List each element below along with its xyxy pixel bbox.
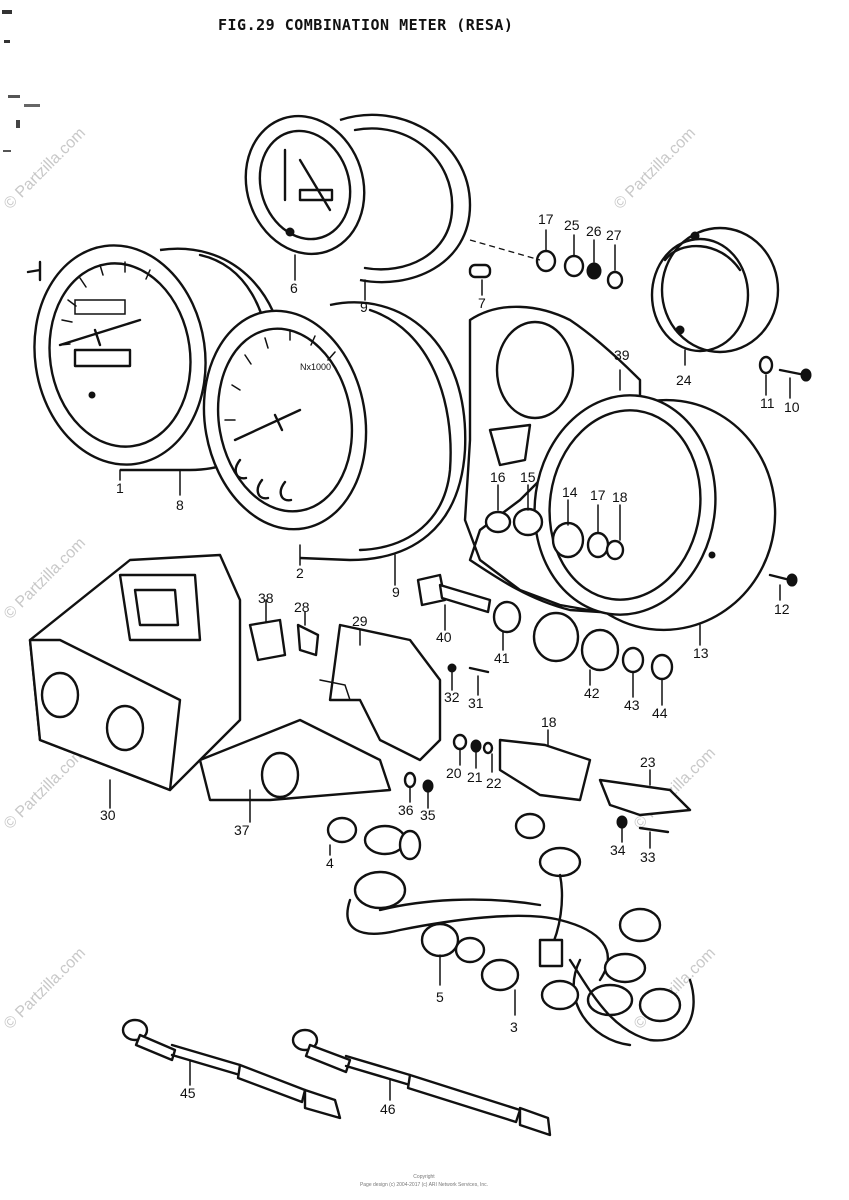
part-label-8: 8 [176,497,184,513]
part-label-2: 2 [296,565,304,581]
part-label-6: 6 [290,280,298,296]
leader-lines [109,229,791,1101]
part-label-11: 11 [760,395,775,411]
stay-bracket [452,733,692,834]
watermark: © Partzilla.com [1,125,89,213]
part-label-27: 27 [606,227,622,243]
watermark: © Partzilla.com [1,745,89,833]
figure-title: FIG.29 COMBINATION METER (RESA) [218,16,513,34]
watermark: © Partzilla.com [1,945,89,1033]
watermark: © Partzilla.com [631,945,719,1033]
part-label-36: 36 [398,802,414,818]
part-label-28: 28 [294,599,310,615]
part-label-3: 3 [510,1019,518,1035]
part-label-26: 26 [586,223,602,239]
part-label-9b: 9 [392,584,400,600]
part-label-21: 21 [467,769,483,785]
part-label-17b: 17 [590,487,606,503]
cover-cap [650,226,780,354]
part-label-22: 22 [486,775,502,791]
part-label-14: 14 [562,484,578,500]
part-label-5: 5 [436,989,444,1005]
part-label-41: 41 [494,650,510,666]
part-label-17: 17 [538,211,554,227]
part-label-20: 20 [446,765,462,781]
part-label-46: 46 [380,1101,396,1117]
part-label-38: 38 [258,590,274,606]
part-label-16: 16 [490,469,506,485]
part-label-13: 13 [693,645,709,661]
part-label-40: 40 [436,629,452,645]
small-parts-top [468,239,812,587]
watermark: © Partzilla.com [611,125,699,213]
part-label-30: 30 [100,807,116,823]
part-label-24: 24 [676,372,692,388]
small-screws [403,771,434,793]
mount-bolt-washers [416,573,674,681]
tach-housing [533,394,777,632]
part-label-34: 34 [610,842,626,858]
part-label-42: 42 [584,685,600,701]
svg-text:Nx1000: Nx1000 [300,362,331,372]
part-label-25: 25 [564,217,580,233]
part-label-33: 33 [640,849,656,865]
scan-noise [2,10,40,152]
part-label-10: 10 [784,399,800,415]
indicator-housing [244,113,472,284]
part-label-37: 37 [234,822,250,838]
part-label-31: 31 [468,695,484,711]
part-label-35: 35 [420,807,436,823]
part-label-7: 7 [478,295,486,311]
part-label-43: 43 [624,697,640,713]
part-label-1: 1 [116,480,124,496]
tachometer: Nx1000 [202,301,467,562]
bracket-parts [248,618,490,762]
part-label-18b: 18 [541,714,557,730]
bulb-sockets-middle [484,507,625,561]
part-label-32: 32 [444,689,460,705]
part-labels: 1 2 3 4 5 6 7 8 8 9 9 10 11 12 13 14 15 … [100,211,800,1117]
part-label-44: 44 [652,705,668,721]
wiring-harness [326,812,695,1047]
part-label-18: 18 [612,489,628,505]
part-label-45: 45 [180,1085,196,1101]
part-label-4: 4 [326,855,334,871]
footer-page-design: Page design (c) 2004-2017 (c) ARI Networ… [360,1182,488,1188]
part-label-39: 39 [614,347,630,363]
part-label-9: 9 [360,299,368,315]
part-label-12: 12 [774,601,790,617]
footer-copyright: Copyright [413,1174,435,1180]
part-label-15: 15 [520,469,536,485]
part-label-23: 23 [640,754,656,770]
part-label-29: 29 [352,613,368,629]
lower-housing [28,553,392,802]
meter-cables [121,1018,552,1137]
